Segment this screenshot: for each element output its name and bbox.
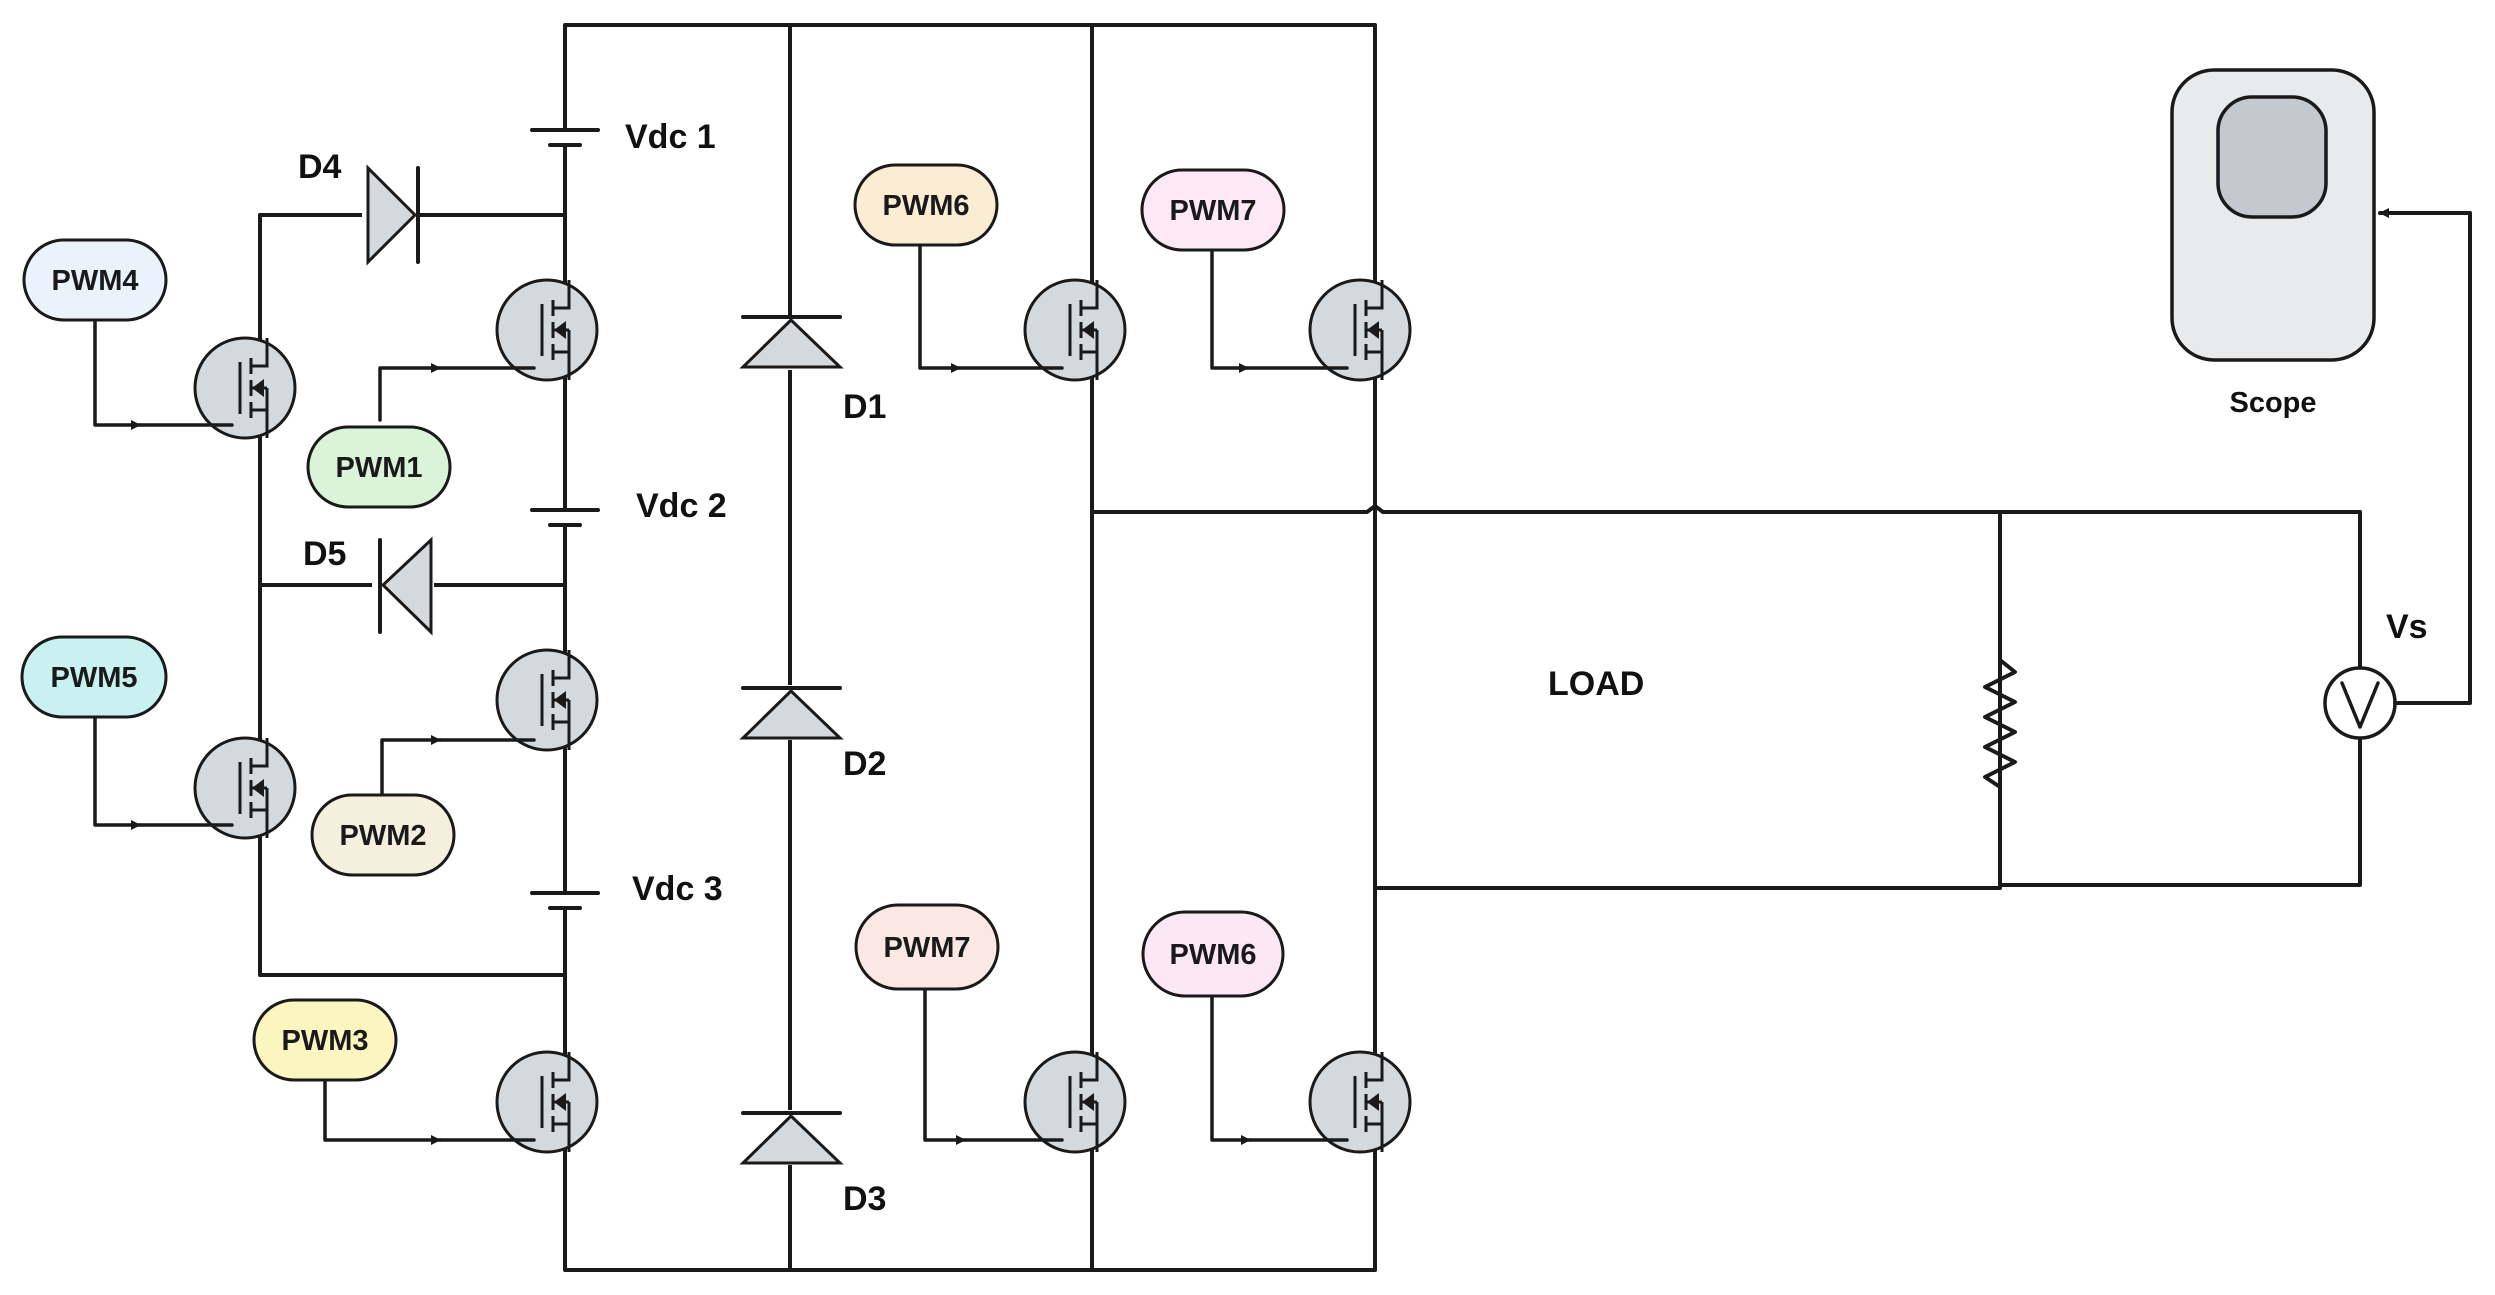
d5-label: D5: [303, 535, 346, 573]
vdc1-label: Vdc 1: [625, 118, 716, 156]
diode-d2: [739, 685, 844, 740]
pwm3-block: PWM3: [252, 998, 398, 1082]
full-bridge-frame: [1090, 23, 1377, 1272]
battery-vdc3: [530, 878, 600, 920]
mosfet-bridge-top-right: [1308, 278, 1412, 382]
diode-d5: [372, 536, 434, 636]
mosfet-s1: [495, 278, 599, 382]
d2-label: D2: [843, 745, 886, 783]
svg-text:PWM7: PWM7: [1170, 195, 1257, 227]
diode-leg-frame: [788, 23, 1094, 1272]
battery-vdc1: [530, 116, 600, 158]
mosfet-s2: [495, 648, 599, 752]
mosfet-bridge-bottom-left: [1023, 1050, 1127, 1154]
d3-label: D3: [843, 1180, 886, 1218]
diode-d3: [739, 1110, 844, 1165]
mosfet-bridge-top-left: [1023, 278, 1127, 382]
mosfet-s3: [495, 1050, 599, 1154]
vdc2-label: Vdc 2: [636, 487, 727, 525]
battery-vdc2: [530, 495, 600, 537]
scope-label: Scope: [2229, 387, 2316, 419]
svg-text:PWM6: PWM6: [883, 190, 970, 222]
pwm5-block: PWM5: [20, 635, 168, 719]
mosfet-bridge-bottom-right: [1308, 1050, 1412, 1154]
scope: [2170, 68, 2376, 362]
svg-text:PWM6: PWM6: [1170, 939, 1257, 971]
gate-wires: [93, 243, 1349, 1145]
pwm7-top-block: PWM7: [1140, 168, 1286, 252]
svg-text:PWM4: PWM4: [52, 265, 139, 297]
voltage-sensor-vs: [2323, 208, 2472, 740]
svg-text:PWM7: PWM7: [884, 932, 971, 964]
svg-text:PWM2: PWM2: [340, 820, 427, 852]
pwm2-block: PWM2: [310, 793, 456, 877]
d1-label: D1: [843, 388, 886, 426]
svg-text:PWM5: PWM5: [51, 662, 138, 694]
vs-label: Vs: [2386, 608, 2428, 646]
pwm1-block: PWM1: [306, 425, 452, 509]
dc-source-chain: [563, 23, 792, 1272]
svg-text:PWM1: PWM1: [336, 452, 423, 484]
pwm4-block: PWM4: [22, 238, 168, 322]
d4-label: D4: [298, 148, 342, 186]
mosfet-s4: [193, 336, 297, 440]
load-network: [1090, 504, 2362, 890]
pwm7-bottom-block: PWM7: [854, 903, 1000, 991]
diode-d4: [362, 164, 420, 266]
diode-d1: [739, 315, 844, 370]
svg-text:PWM3: PWM3: [282, 1025, 369, 1057]
pwm6-top-block: PWM6: [853, 163, 999, 247]
vdc3-label: Vdc 3: [632, 870, 723, 908]
load-label: LOAD: [1548, 665, 1644, 703]
pwm6-bottom-block: PWM6: [1141, 910, 1285, 998]
mosfet-s5: [193, 736, 297, 840]
